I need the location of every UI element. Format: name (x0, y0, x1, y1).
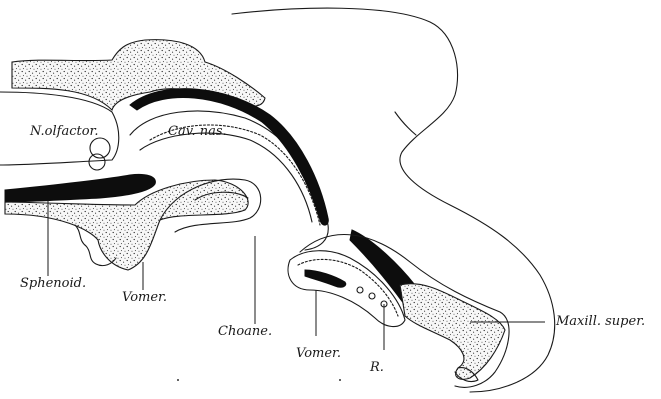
label-vomer-left: Vomer. (122, 290, 167, 305)
speck (339, 379, 341, 381)
maxilla-bone (400, 284, 505, 380)
lip-fold (395, 112, 416, 135)
label-maxill-super: Maxill. super. (556, 314, 645, 329)
nasal-cavity-outline (130, 111, 328, 250)
olfactory-nerve-lower (89, 154, 105, 170)
label-vomer-right: Vomer. (296, 346, 341, 361)
papilla-1 (357, 287, 363, 293)
small-black-cartilage (305, 270, 346, 287)
papilla-2 (369, 293, 375, 299)
label-cav-nas: Cav. nas. (168, 124, 227, 139)
speck (177, 379, 179, 381)
label-sphenoid: Sphenoid. (20, 276, 86, 291)
head-outline (232, 8, 555, 392)
label-n-olfactor: N.olfactor. (30, 124, 98, 139)
label-choane: Choane. (218, 324, 272, 339)
sphenoid-cartilage (5, 174, 155, 202)
label-r: R. (370, 360, 384, 375)
